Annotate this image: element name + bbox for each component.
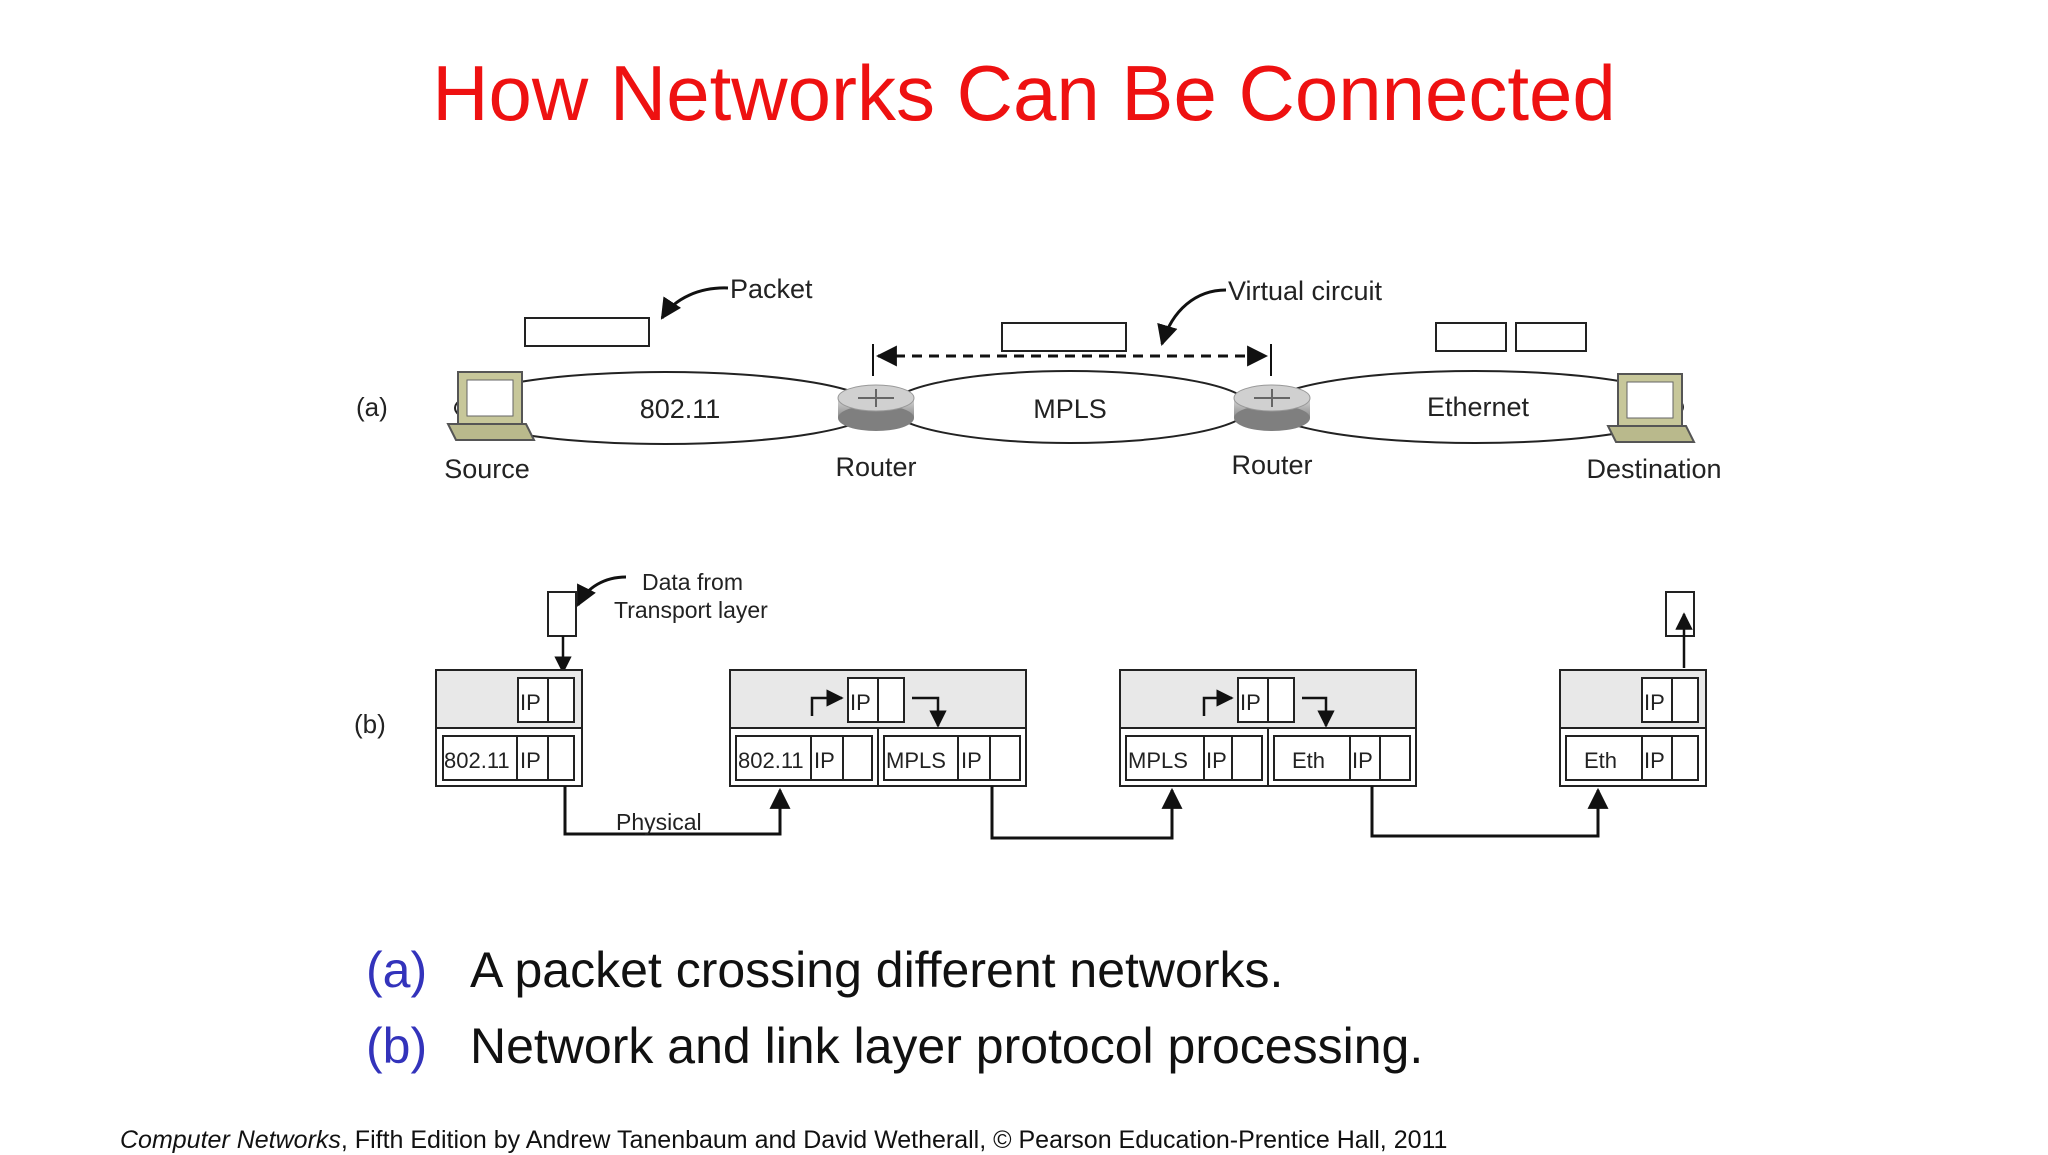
source-computer-icon xyxy=(446,371,536,441)
caption-letter: (b) xyxy=(366,1018,428,1074)
ip-label: IP xyxy=(1206,748,1227,773)
network-label-80211: 802.11 xyxy=(640,394,721,424)
caption-letter: (a) xyxy=(366,942,428,998)
caption-text: A packet crossing different networks. xyxy=(470,942,1284,998)
footer-book-title: Computer Networks xyxy=(120,1126,341,1154)
ip-label: IP xyxy=(1644,690,1665,715)
network-label-ethernet: Ethernet xyxy=(1427,392,1530,422)
ip-label: IP xyxy=(814,748,835,773)
protocol-stack-source: IP 802.11 IP xyxy=(435,669,583,787)
caption-a: (a) A packet crossing different networks… xyxy=(366,932,1423,1008)
packet-box-ethernet-1 xyxy=(1435,322,1507,352)
caption-b: (b) Network and link layer protocol proc… xyxy=(366,1008,1423,1084)
protocol-stack-router-2: IP MPLS IP Eth IP xyxy=(1119,669,1417,787)
packet-callout-arrow xyxy=(660,286,729,320)
data-from-label-line2: Transport layer xyxy=(614,597,768,623)
node-label-destination: Destination xyxy=(1586,454,1721,484)
transport-data-box-source xyxy=(547,591,577,637)
data-from-callout-arrow xyxy=(576,575,627,607)
protocol-stack-destination: IP Eth IP xyxy=(1559,669,1707,787)
ip-label: IP xyxy=(1352,748,1373,773)
caption-text: Network and link layer protocol processi… xyxy=(470,1018,1424,1074)
captions: (a) A packet crossing different networks… xyxy=(366,932,1423,1084)
virtual-circuit-label: Virtual circuit xyxy=(1228,276,1383,306)
link-label: 802.11 xyxy=(738,748,804,773)
link-label: MPLS xyxy=(886,748,946,773)
router-icon-1 xyxy=(837,384,915,431)
footer-rest: , Fifth Edition by Andrew Tanenbaum and … xyxy=(340,1126,1448,1154)
link-label: 802.11 xyxy=(444,748,510,773)
ip-label: IP xyxy=(1644,748,1665,773)
slide-title: How Networks Can Be Connected xyxy=(432,49,1616,137)
protocol-stack-router-1: IP 802.11 IP MPLS IP xyxy=(729,669,1027,787)
ip-label: IP xyxy=(520,748,541,773)
network-label-mpls: MPLS xyxy=(1033,394,1107,424)
physical-link-3 xyxy=(1370,786,1609,838)
packet-box-80211 xyxy=(524,317,650,347)
link-label: Eth xyxy=(1584,748,1617,773)
virtual-circuit-callout-arrow xyxy=(1157,288,1227,347)
destination-computer-icon xyxy=(1606,373,1696,443)
physical-label: Physical xyxy=(616,809,702,835)
packet-box-ethernet-2 xyxy=(1515,322,1587,352)
router-icon-2 xyxy=(1233,384,1311,431)
data-from-label-line1: Data from xyxy=(642,569,743,595)
ip-label: IP xyxy=(850,690,871,715)
link-label: Eth xyxy=(1292,748,1325,773)
node-label-source: Source xyxy=(444,454,530,484)
link-label: MPLS xyxy=(1128,748,1188,773)
ip-label: IP xyxy=(961,748,982,773)
node-label-router-1: Router xyxy=(835,452,916,482)
physical-link-2 xyxy=(990,786,1183,840)
footer-citation: Computer Networks, Fifth Edition by Andr… xyxy=(120,1126,1447,1155)
ip-label: IP xyxy=(1240,690,1261,715)
transport-data-box-destination xyxy=(1665,591,1695,637)
part-b-label: (b) xyxy=(354,709,386,739)
packet-label: Packet xyxy=(730,274,813,304)
node-label-router-2: Router xyxy=(1231,450,1312,480)
ip-label: IP xyxy=(520,690,541,715)
physical-link-1 xyxy=(563,786,791,836)
packet-box-mpls xyxy=(1001,322,1127,352)
part-a-label: (a) xyxy=(356,392,388,422)
